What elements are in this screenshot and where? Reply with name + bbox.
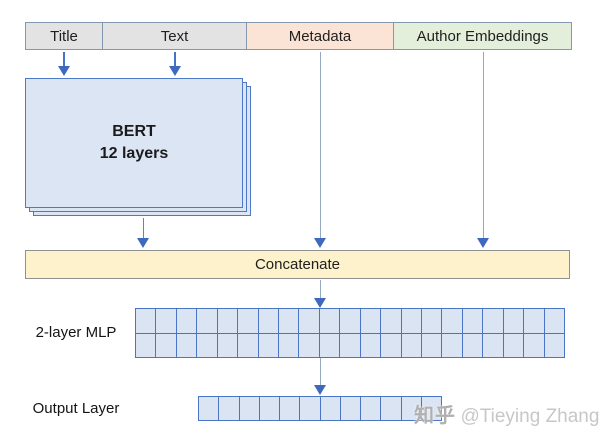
mlp-grid (135, 308, 565, 358)
mlp-label: 2-layer MLP (35, 324, 117, 341)
watermark: 知乎 @Tieying Zhang (414, 399, 599, 428)
input-box-metadata: Metadata (246, 22, 394, 50)
input-box-author-embeddings-label: Author Embeddings (416, 27, 549, 45)
arrow-title-to-bert-line (63, 52, 65, 66)
grid-cell (544, 309, 564, 333)
input-box-metadata-label: Metadata (288, 27, 352, 45)
watermark-author: @Tieying Zhang (460, 406, 600, 427)
grid-cell (422, 309, 442, 333)
grid-cell (197, 333, 217, 357)
bert-title: BERT (112, 123, 156, 140)
grid-cell (360, 309, 381, 333)
grid-cell (219, 397, 239, 420)
bert-subtitle: 12 layers (99, 145, 169, 162)
grid-cell (156, 309, 176, 333)
grid-cell (401, 309, 421, 333)
bert-block: BERT 12 layers (25, 78, 243, 208)
grid-cell (503, 333, 524, 357)
grid-cell (381, 309, 401, 333)
grid-cell (524, 309, 544, 333)
grid-cell (238, 333, 258, 357)
grid-cell (381, 397, 401, 420)
grid-cell (462, 333, 483, 357)
grid-cell (136, 333, 156, 357)
grid-cell (401, 333, 421, 357)
grid-cell (258, 309, 278, 333)
grid-cell (299, 309, 319, 333)
grid-cell (544, 333, 564, 357)
grid-cell (381, 333, 401, 357)
arrow-text-to-bert-line (174, 52, 176, 66)
grid-cell (176, 333, 197, 357)
grid-cell (217, 333, 238, 357)
grid-cell (217, 309, 238, 333)
grid-cell (483, 333, 503, 357)
arrow-bert-to-concatenate-line (143, 218, 144, 238)
grid-cell (176, 309, 197, 333)
output-layer-grid (198, 396, 442, 421)
grid-cell (156, 333, 176, 357)
arrow-concatenate-to-mlp-line (320, 280, 321, 298)
input-box-text: Text (102, 22, 247, 50)
grid-cell (422, 333, 442, 357)
grid-cell (300, 397, 320, 420)
grid-cell (320, 397, 340, 420)
grid-cell (524, 333, 544, 357)
arrow-concatenate-to-mlp-head-icon (314, 298, 326, 308)
grid-cell (442, 333, 462, 357)
grid-cell (238, 309, 258, 333)
grid-cell (462, 309, 483, 333)
grid-cell (442, 309, 462, 333)
arrow-title-to-bert-head-icon (58, 66, 70, 76)
connector-metadata-to-concatenate-head-icon (314, 238, 326, 248)
input-box-title: Title (25, 22, 103, 50)
watermark-site-logo: 知乎 (414, 405, 456, 427)
grid-cell (239, 397, 259, 420)
grid-cell (280, 397, 300, 420)
arrow-text-to-bert-head-icon (169, 66, 181, 76)
connector-author-to-concatenate-line (483, 52, 484, 238)
grid-cell (340, 333, 360, 357)
input-box-text-label: Text (160, 27, 189, 45)
arrow-bert-to-concatenate-head-icon (137, 238, 149, 248)
grid-cell (421, 397, 441, 420)
concatenate-label: Concatenate (254, 256, 341, 273)
grid-cell (279, 333, 299, 357)
grid-cell (299, 333, 319, 357)
connector-author-to-concatenate-head-icon (477, 238, 489, 248)
input-box-title-label: Title (50, 27, 78, 45)
arrow-mlp-to-output-head-icon (314, 385, 326, 395)
grid-cell (483, 309, 503, 333)
concatenate-bar: Concatenate (25, 250, 570, 279)
grid-cell (340, 309, 360, 333)
input-box-author-embeddings: Author Embeddings (393, 22, 572, 50)
arrow-mlp-to-output-line (320, 358, 321, 385)
grid-cell (360, 333, 381, 357)
grid-cell (259, 397, 279, 420)
grid-cell (340, 397, 360, 420)
grid-cell (258, 333, 278, 357)
grid-cell (503, 309, 524, 333)
grid-cell (361, 397, 381, 420)
grid-cell (279, 309, 299, 333)
grid-cell (401, 397, 421, 420)
grid-cell (319, 309, 340, 333)
output-layer-label: Output Layer (32, 400, 120, 417)
connector-metadata-to-concatenate-line (320, 52, 321, 238)
grid-cell (319, 333, 340, 357)
grid-cell (197, 309, 217, 333)
grid-cell (199, 397, 219, 420)
grid-cell (136, 309, 156, 333)
